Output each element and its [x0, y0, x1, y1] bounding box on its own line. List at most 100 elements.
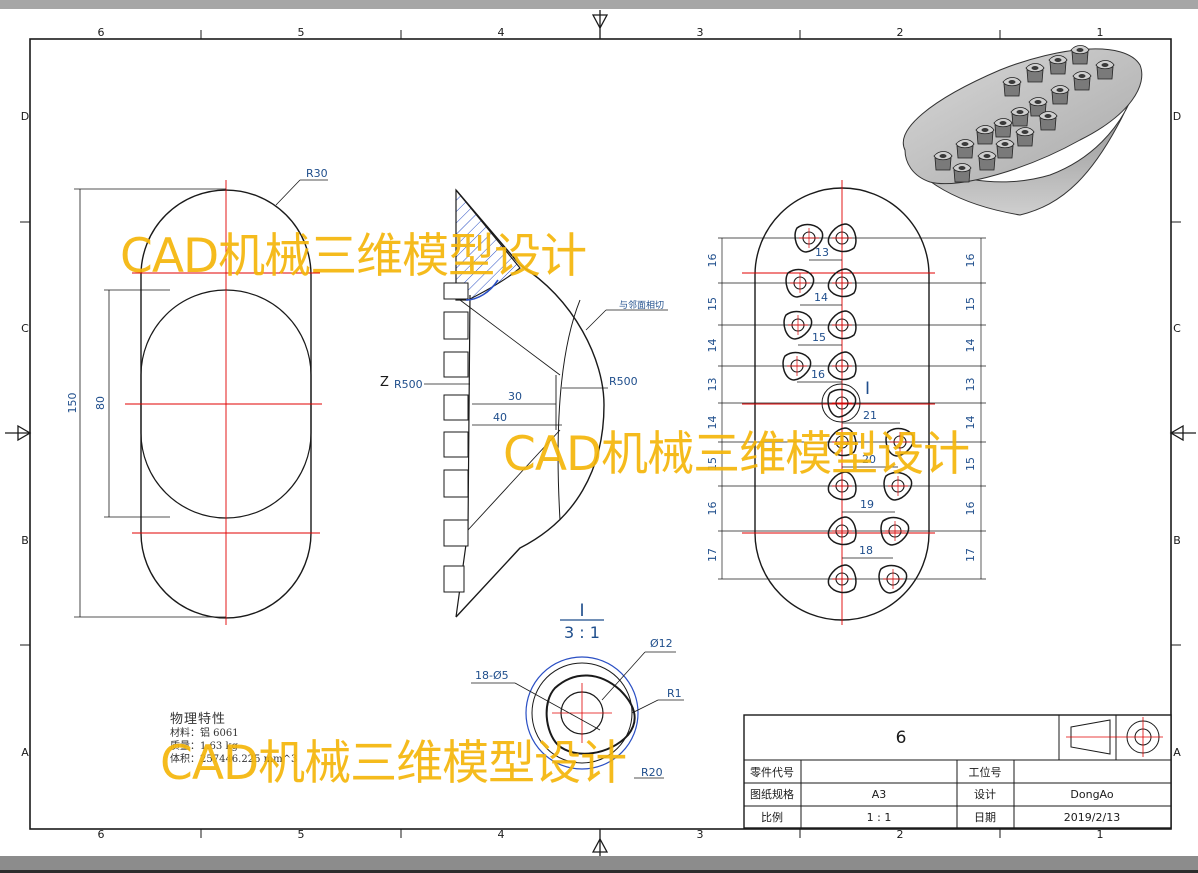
- iso-peg: [993, 118, 1013, 138]
- zone-row-right-a: A: [1173, 746, 1181, 759]
- top-view-inner-dim: 13: [815, 246, 829, 259]
- top-view-hole: [794, 223, 824, 253]
- detail-r1: R1: [667, 687, 682, 700]
- top-view-hole: [885, 427, 915, 457]
- top-view-hole: [782, 351, 812, 381]
- viewer-top-bar: [0, 0, 1198, 9]
- top-view-left-dim: 14: [706, 416, 719, 430]
- iso-pegs: [933, 45, 1115, 183]
- top-view-inner-dim: 14: [814, 291, 828, 304]
- top-view-hole: [878, 564, 908, 594]
- top-view-holes: [782, 223, 915, 594]
- top-view-left-dim: 14: [706, 339, 719, 353]
- top-view-right-dim: 14: [964, 416, 977, 430]
- section-z-marker: Z: [380, 375, 389, 390]
- detail-outer-dim: Ø12: [650, 637, 673, 650]
- top-view-right-dim: 14: [964, 339, 977, 353]
- section-view: Z R500 R500 30 40 与邻面相切: [380, 188, 668, 618]
- date-value: 2019/2/13: [1064, 811, 1120, 824]
- sheet-size-value: A3: [872, 788, 887, 801]
- zone-col-top-2: 2: [897, 26, 904, 39]
- front-inner-outline: [140, 289, 312, 519]
- detail-scale: 3 : 1: [564, 623, 600, 642]
- watermark-3: CAD机械三维模型设计: [160, 736, 627, 791]
- top-view-hole: [880, 516, 910, 546]
- top-view-hole: [783, 310, 813, 340]
- top-view-left-dim: 16: [706, 254, 719, 268]
- iso-peg: [933, 151, 953, 171]
- front-dim-inner: 80: [94, 396, 107, 410]
- section-r-right: R500: [609, 375, 638, 388]
- iso-peg: [1010, 107, 1030, 127]
- zone-col-bottom-4: 4: [498, 828, 505, 841]
- section-r-left: R500: [394, 378, 423, 391]
- top-view-right-dim: 15: [964, 457, 977, 471]
- section-dim-40: 40: [493, 411, 507, 424]
- iso-peg: [1072, 71, 1092, 91]
- sheet-size-label: 图纸规格: [750, 787, 794, 801]
- part-code-label: 零件代号: [750, 766, 794, 779]
- top-view-inner-dim: 16: [811, 368, 825, 381]
- front-dim-overall: 150: [66, 393, 79, 414]
- top-view-left-dim: 15: [706, 457, 719, 471]
- top-view-inner-dim: 20: [862, 453, 876, 466]
- top-view-inner-dim: 19: [860, 498, 874, 511]
- iso-peg: [1028, 97, 1048, 117]
- top-view-hole: [883, 471, 913, 501]
- iso-peg: [995, 139, 1015, 159]
- volume-row: 体积：257446.225 mm^3: [170, 754, 298, 765]
- scale-value: 1 : 1: [867, 811, 892, 824]
- iso-peg: [1002, 77, 1022, 97]
- top-view-inner-dim: 15: [812, 331, 826, 344]
- detail-outer-circle: [525, 656, 639, 770]
- zone-col-top-4: 4: [498, 26, 505, 39]
- front-view: R30 150 80: [66, 167, 328, 625]
- top-view-left-dim: 15: [706, 297, 719, 311]
- mass-row: 质量：1.63 kg: [170, 741, 238, 752]
- zone-col-bottom-1: 1: [1097, 828, 1104, 841]
- iso-peg: [1050, 85, 1070, 105]
- iso-peg: [952, 163, 972, 183]
- zone-col-bottom-3: 3: [697, 828, 704, 841]
- zone-col-top-6: 6: [98, 26, 105, 39]
- material-row: 材料：铝 6061: [170, 728, 239, 739]
- zone-row-left-a: A: [21, 746, 29, 759]
- isometric-view: [902, 45, 1143, 216]
- detail-marker-circle: [821, 383, 861, 423]
- top-view-hole: [827, 268, 857, 298]
- zone-col-bottom-5: 5: [298, 828, 305, 841]
- drawing-number: 6: [896, 728, 907, 748]
- iso-peg: [1095, 60, 1115, 80]
- detail-marker-label: I: [865, 379, 870, 399]
- zone-col-top-5: 5: [298, 26, 305, 39]
- station-label: 工位号: [969, 765, 1002, 779]
- top-view-inner-dim: 18: [859, 544, 873, 557]
- projection-symbol: [1066, 717, 1163, 757]
- detail-label: I: [579, 601, 584, 621]
- iso-peg: [977, 151, 997, 171]
- zone-col-top-1: 1: [1097, 26, 1104, 39]
- top-view-hole: [827, 310, 857, 340]
- zone-row-left-c: C: [21, 322, 29, 335]
- zone-col-bottom-2: 2: [897, 828, 904, 841]
- top-view-hole: [827, 516, 857, 546]
- scale-label: 比例: [761, 810, 783, 824]
- physical-properties: 物理特性 材料：铝 6061 质量：1.63 kg 体积：257446.225 …: [170, 708, 297, 766]
- date-label: 日期: [974, 811, 996, 824]
- design-label: 设计: [974, 788, 996, 801]
- physical-properties-title: 物理特性: [170, 712, 227, 727]
- iso-peg: [955, 139, 975, 159]
- iso-peg: [975, 125, 995, 145]
- zone-col-bottom-6: 6: [98, 828, 105, 841]
- zone-row-right-d: D: [1173, 110, 1181, 123]
- zone-col-top-3: 3: [697, 26, 704, 39]
- watermark-1: CAD机械三维模型设计: [120, 229, 587, 284]
- top-view-left-dim: 16: [706, 502, 719, 516]
- top-view-hole: [827, 564, 857, 594]
- top-view-hole: [827, 427, 857, 457]
- section-tangent-note: 与邻面相切: [619, 299, 664, 311]
- design-value: DongAo: [1070, 788, 1113, 801]
- zone-row-right-b: B: [1173, 534, 1181, 547]
